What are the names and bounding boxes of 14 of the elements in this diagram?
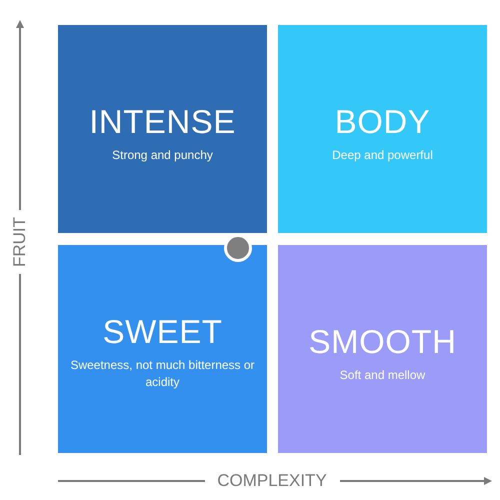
quadrant-box [58,245,267,453]
quadrant-description: Strong and punchy [111,147,214,164]
axis-label: FRUIT [10,216,30,268]
quadrant-box [278,25,487,233]
quadrant-heading: SMOOTH [308,323,458,361]
quadrant-heading: SWEET [102,313,224,351]
axis-label: COMPLEXITY [217,471,327,491]
quadrant-description: Sweetness, not much bitterness or acidity [70,357,255,391]
quadrant-box [278,245,487,453]
quadrant-heading: BODY [334,103,432,141]
quadrant-description: Soft and mellow [338,367,426,384]
quadrant-heading: INTENSE [88,103,237,141]
quadrant-box [58,25,267,233]
quadrant-description: Deep and powerful [331,147,434,164]
